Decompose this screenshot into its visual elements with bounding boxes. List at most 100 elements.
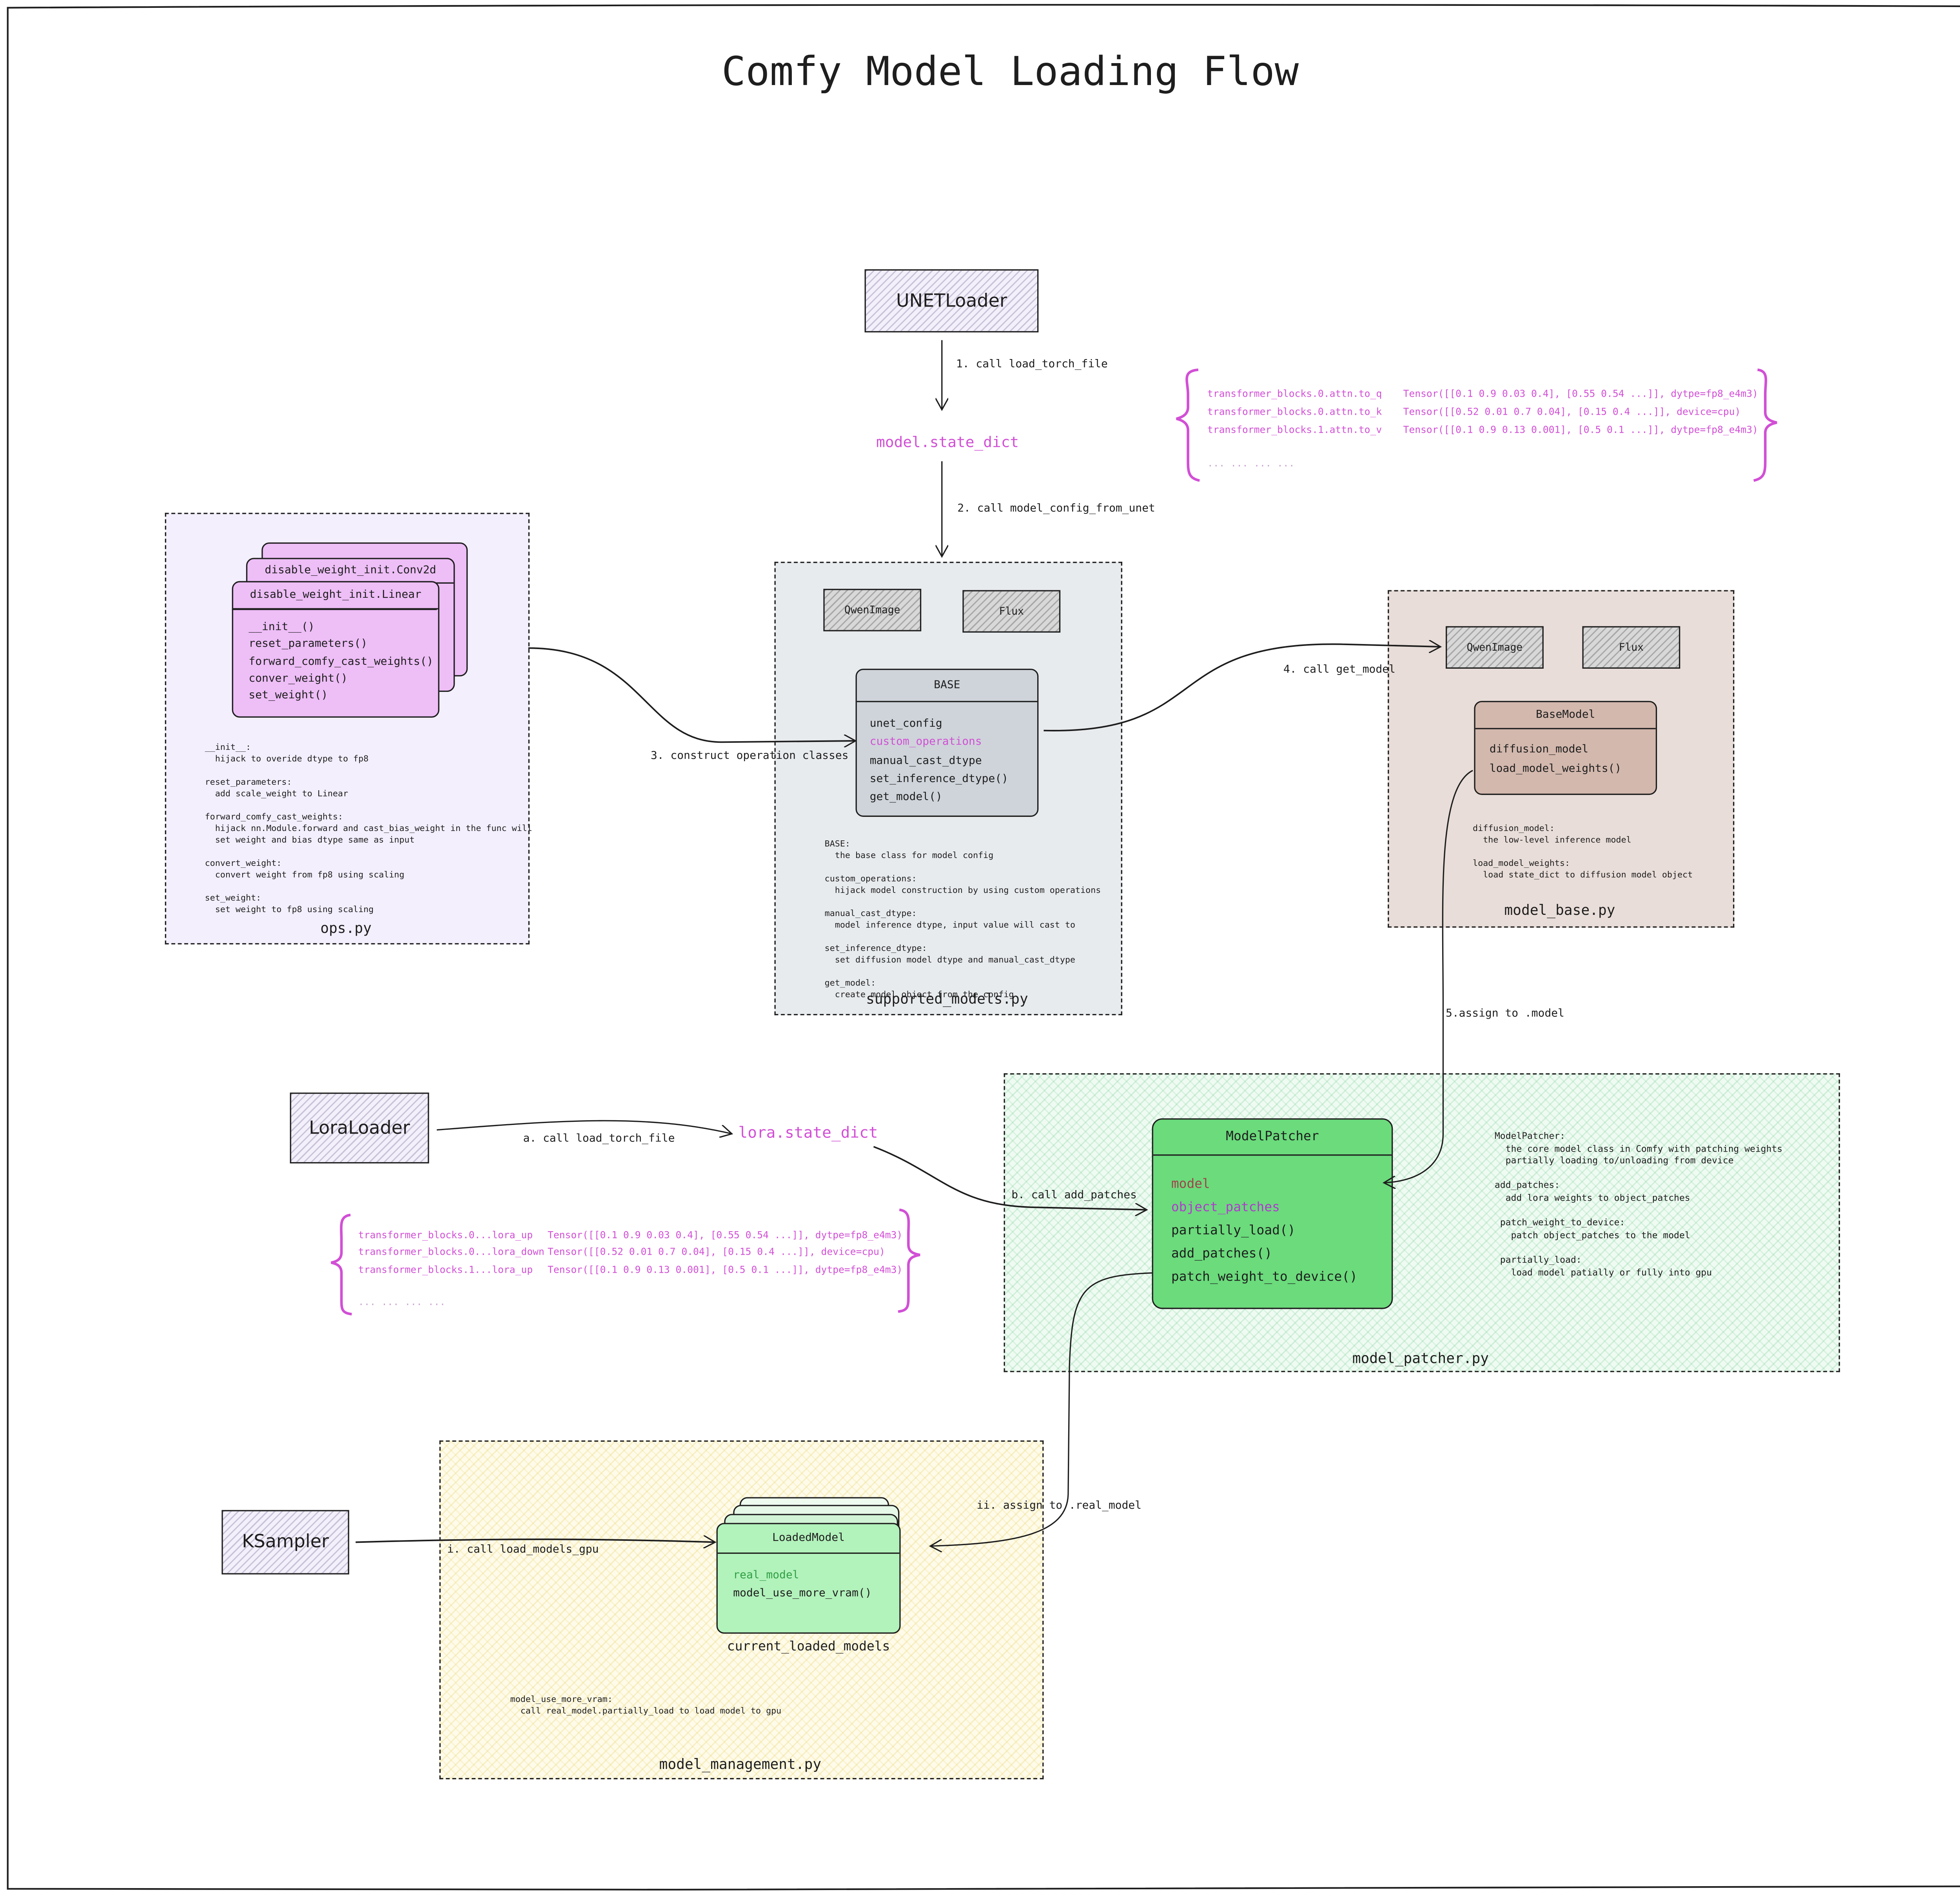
arrow-label-stepa: a. call load_torch_file <box>523 1132 675 1146</box>
unet-loader-label: UNETLoader <box>896 290 1007 311</box>
ops-notes: __init__: hijack to overide dtype to fp8… <box>205 742 532 915</box>
field-item: partially_load() <box>1171 1224 1296 1238</box>
right-brace-model <box>1753 368 1777 482</box>
flux-model-node[interactable]: Flux <box>1582 626 1681 669</box>
field-item: custom_operations <box>869 736 982 749</box>
model-base-file-label: model_base.py <box>1504 902 1615 919</box>
node-label: QwenImage <box>844 604 900 616</box>
class-header: disable_weight_init.Linear <box>233 582 438 610</box>
tensor-key: transformer_blocks.1...lora_up <box>358 1264 533 1276</box>
class-header: BASE <box>857 670 1038 702</box>
tensor-key: transformer_blocks.0.attn.to_k <box>1207 406 1382 417</box>
node-label: QwenImage <box>1466 641 1523 653</box>
qwenimage-model-node[interactable]: QwenImage <box>1446 626 1544 669</box>
arrow-label-step4: 4. call get_model <box>1283 663 1396 677</box>
modelpatcher-class-card[interactable]: ModelPatcher model object_patches partia… <box>1152 1118 1393 1309</box>
model-base-notes: diffusion_model: the low-level inference… <box>1473 823 1693 880</box>
right-brace-lora <box>898 1208 920 1313</box>
tensor-key: transformer_blocks.0.attn.to_q <box>1207 388 1382 399</box>
class-header: disable_weight_init.Conv2d <box>247 559 454 584</box>
method-item: reset_parameters() <box>249 638 368 651</box>
base-fields: unet_config custom_operations manual_cas… <box>857 702 1037 807</box>
field-item: patch_weight_to_device() <box>1171 1270 1357 1285</box>
method-item: __init__() <box>249 621 315 634</box>
field-item: load_model_weights() <box>1489 762 1622 776</box>
tensor-value: Tensor([[0.1 0.9 0.13 0.001], [0.5 0.1 .… <box>547 1264 903 1276</box>
supported-models-file-label: supported_models.py <box>866 991 1028 1008</box>
field-item: get_model() <box>869 791 942 804</box>
ops-card-linear[interactable]: disable_weight_init.Linear __init__() re… <box>232 581 439 718</box>
basemodel-fields: diffusion_model load_model_weights() <box>1475 729 1656 779</box>
flux-config-node[interactable]: Flux <box>962 590 1061 633</box>
model-patcher-file-label: model_patcher.py <box>1352 1350 1489 1367</box>
tensor-value: Tensor([[0.1 0.9 0.03 0.4], [0.55 0.54 .… <box>1403 388 1758 399</box>
ksampler-node[interactable]: KSampler <box>221 1510 349 1575</box>
field-item: real_model <box>733 1569 799 1582</box>
loadedmodel-fields: real_model model_use_more_vram() <box>718 1554 899 1604</box>
arrow-step5 <box>1384 770 1473 1183</box>
field-item: manual_cast_dtype <box>869 754 982 767</box>
arrow-label-step3: 3. construct operation classes <box>650 750 849 763</box>
method-item: conver_weight() <box>249 672 348 686</box>
basemodel-class-card[interactable]: BaseModel diffusion_model load_model_wei… <box>1474 701 1657 795</box>
base-class-card[interactable]: BASE unet_config custom_operations manua… <box>855 668 1039 817</box>
arrow-label-stepb: b. call add_patches <box>1011 1189 1137 1202</box>
arrow-label-step5: 5.assign to .model <box>1446 1007 1564 1021</box>
diagram-title: Comfy Model Loading Flow <box>721 49 1299 96</box>
tensor-ellipsis: ... ... ... ... <box>358 1296 446 1308</box>
arrow-stepi <box>356 1539 715 1542</box>
field-item: unet_config <box>869 717 942 731</box>
ops-methods: __init__() reset_parameters() forward_co… <box>233 610 438 706</box>
lora-state-dict-label: lora.state_dict <box>738 1123 878 1142</box>
tensor-key: transformer_blocks.1.attn.to_v <box>1207 424 1382 436</box>
node-label: Flux <box>1619 641 1644 653</box>
class-header: LoadedModel <box>717 1524 900 1554</box>
ksampler-label: KSampler <box>242 1532 329 1553</box>
field-item: set_inference_dtype() <box>869 773 1008 786</box>
method-item: set_weight() <box>249 689 328 703</box>
model-patcher-module <box>1004 1073 1840 1372</box>
arrow-stepii <box>930 1272 1152 1546</box>
model-management-module <box>439 1440 1044 1780</box>
lora-loader-label: LoraLoader <box>309 1118 410 1139</box>
qwenimage-config-node[interactable]: QwenImage <box>823 589 922 631</box>
arrow-label-step1: 1. call load_torch_file <box>956 358 1108 371</box>
unet-loader-node[interactable]: UNETLoader <box>864 269 1039 333</box>
arrow-label-step2: 2. call model_config_from_unet <box>957 502 1155 515</box>
arrow-label-stepi: i. call load_models_gpu <box>447 1543 599 1557</box>
field-item: model_use_more_vram() <box>733 1587 872 1601</box>
model-management-notes: model_use_more_vram: call real_model.par… <box>510 1694 782 1716</box>
tensor-ellipsis: ... ... ... ... <box>1207 457 1295 469</box>
modelpatcher-fields: model object_patches partially_load() ad… <box>1153 1156 1392 1290</box>
tensor-value: Tensor([[0.52 0.01 0.7 0.04], [0.15 0.4 … <box>547 1246 885 1258</box>
supported-models-notes: BASE: the base class for model config cu… <box>824 838 1101 1000</box>
model-management-file-label: model_management.py <box>659 1756 822 1773</box>
left-brace-lora <box>331 1214 352 1315</box>
field-item: diffusion_model <box>1489 743 1589 757</box>
field-item: object_patches <box>1171 1201 1280 1215</box>
loadedmodel-class-card[interactable]: LoadedModel real_model model_use_more_vr… <box>716 1523 901 1634</box>
model-patcher-notes: ModelPatcher: the core model class in Co… <box>1494 1131 1783 1278</box>
tensor-value: Tensor([[0.1 0.9 0.03 0.4], [0.55 0.54 .… <box>547 1229 903 1241</box>
model-state-dict-label: model.state_dict <box>876 433 1019 451</box>
class-header: ModelPatcher <box>1153 1119 1392 1156</box>
tensor-key: transformer_blocks.0...lora_down <box>358 1246 544 1258</box>
method-item: forward_comfy_cast_weights() <box>249 655 434 668</box>
ops-file-label: ops.py <box>320 920 372 937</box>
arrow-stepb <box>873 1146 1147 1210</box>
arrow-step4 <box>1044 644 1440 731</box>
field-item: add_patches() <box>1171 1247 1272 1261</box>
current-loaded-models-label: current_loaded_models <box>727 1640 890 1655</box>
tensor-key: transformer_blocks.0...lora_up <box>358 1229 533 1241</box>
tensor-value: Tensor([[0.52 0.01 0.7 0.04], [0.15 0.4 … <box>1403 406 1741 417</box>
tensor-value: Tensor([[0.1 0.9 0.13 0.001], [0.5 0.1 .… <box>1403 424 1758 436</box>
arrow-step3 <box>528 647 856 742</box>
node-label: Flux <box>999 605 1024 617</box>
lora-loader-node[interactable]: LoraLoader <box>290 1092 429 1164</box>
class-header: BaseModel <box>1475 702 1656 729</box>
field-item: model <box>1171 1177 1210 1192</box>
left-brace-model <box>1176 368 1200 482</box>
